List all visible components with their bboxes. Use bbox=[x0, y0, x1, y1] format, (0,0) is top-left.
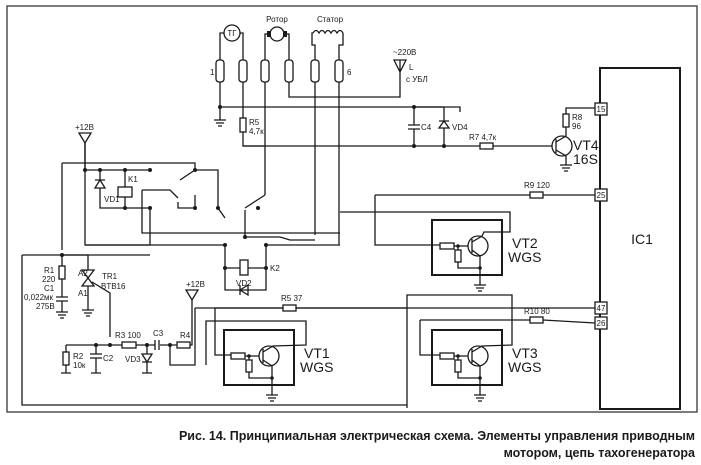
svg-text:R5 37: R5 37 bbox=[281, 294, 303, 303]
svg-text:C2: C2 bbox=[103, 354, 114, 363]
capacitor-c1: C1 0,022мк 275В bbox=[24, 284, 68, 319]
resistor-r5-37: R5 37 bbox=[281, 294, 303, 312]
svg-text:+12В: +12В bbox=[186, 280, 205, 289]
svg-text:IC1: IC1 bbox=[631, 231, 653, 247]
transistor-vt2: VT2 WGS bbox=[340, 211, 541, 292]
svg-text:26: 26 bbox=[597, 319, 606, 328]
svg-text:47: 47 bbox=[597, 304, 606, 313]
svg-text:R5: R5 bbox=[249, 118, 260, 127]
svg-text:15: 15 bbox=[597, 105, 606, 114]
svg-text:WGS: WGS bbox=[508, 359, 541, 375]
svg-text:WGS: WGS bbox=[508, 249, 541, 265]
ic1-chip: IC1 15 25 47 26 bbox=[594, 67, 681, 410]
svg-text:R3 100: R3 100 bbox=[115, 331, 141, 340]
svg-text:VT2: VT2 bbox=[512, 235, 538, 251]
resistor-r4: R4 bbox=[176, 331, 191, 349]
svg-text:с УБЛ: с УБЛ bbox=[406, 75, 428, 84]
diode-vd4: VD4 bbox=[414, 106, 468, 146]
svg-text:220: 220 bbox=[42, 275, 56, 284]
svg-text:R2: R2 bbox=[73, 352, 84, 361]
resistor-r5: R5 4,7к bbox=[239, 117, 266, 147]
svg-text:R9 120: R9 120 bbox=[524, 181, 550, 190]
svg-text:Статор: Статор bbox=[317, 15, 344, 24]
svg-text:VD4: VD4 bbox=[452, 123, 468, 132]
resistor-r10: R10 80 bbox=[524, 307, 550, 324]
relay-k1: K1 bbox=[117, 170, 138, 208]
resistor-r9: R9 120 bbox=[524, 181, 550, 199]
svg-text:L: L bbox=[409, 63, 414, 72]
resistor-r7: R7 4,7к bbox=[469, 133, 497, 150]
svg-text:275В: 275В bbox=[36, 302, 55, 311]
mains-input: ~220В L с УБЛ bbox=[288, 48, 428, 98]
figure-caption: Рис. 14. Принципиальная электрическая сх… bbox=[179, 428, 695, 462]
stator: Статор bbox=[311, 15, 344, 60]
caption-line-2: мотором, цепь тахогенератора bbox=[503, 446, 695, 460]
capacitor-c2: C2 bbox=[90, 345, 114, 374]
diode-vd3: VD3 bbox=[125, 345, 154, 374]
svg-text:A1: A1 bbox=[78, 289, 88, 298]
svg-text:K2: K2 bbox=[270, 264, 280, 273]
transistor-vt3: VT3 WGS bbox=[406, 294, 541, 408]
svg-text:~220В: ~220В bbox=[393, 48, 416, 57]
svg-text:C4: C4 bbox=[421, 123, 432, 132]
transistor-vt4: VT4 16S bbox=[551, 120, 599, 172]
transistor-vt1: VT1 WGS bbox=[205, 308, 333, 402]
resistor-r1: R1 220 bbox=[42, 255, 66, 297]
svg-text:R4: R4 bbox=[180, 331, 191, 340]
caption-line-1: Рис. 14. Принципиальная электрическая сх… bbox=[178, 429, 695, 443]
tachogenerator: ТГ bbox=[219, 24, 244, 60]
svg-text:R8: R8 bbox=[572, 113, 583, 122]
resistor-r2: R2 10к bbox=[61, 345, 86, 374]
svg-text:R10 80: R10 80 bbox=[524, 307, 550, 316]
svg-text:0,022мк: 0,022мк bbox=[24, 293, 54, 302]
svg-text:WGS: WGS bbox=[300, 359, 333, 375]
svg-text:BTB16: BTB16 bbox=[101, 282, 126, 291]
svg-text:+12В: +12В bbox=[75, 123, 94, 132]
svg-text:C3: C3 bbox=[153, 329, 164, 338]
svg-text:VT3: VT3 bbox=[512, 345, 538, 361]
svg-text:ТГ: ТГ bbox=[227, 29, 237, 38]
resistor-r8: R8 96 bbox=[562, 107, 596, 131]
rotor: Ротор bbox=[264, 15, 290, 60]
connector-pins: 1 6 bbox=[210, 59, 352, 83]
diode-vd1: VD1 bbox=[93, 170, 150, 209]
svg-text:C1: C1 bbox=[44, 284, 55, 293]
svg-text:Ротор: Ротор bbox=[266, 15, 288, 24]
svg-text:R1: R1 bbox=[44, 266, 55, 275]
relay-k2: K2 bbox=[85, 243, 340, 291]
supply-plus12-b: +12В bbox=[184, 280, 205, 302]
capacitor-c4: C4 bbox=[408, 107, 432, 146]
capacitor-c3: C3 bbox=[153, 329, 164, 350]
svg-text:VD1: VD1 bbox=[104, 195, 120, 204]
schematic-frame bbox=[6, 5, 698, 413]
svg-text:K1: K1 bbox=[128, 175, 138, 184]
triac-tr1: A2 A1 TR1 BTB16 bbox=[62, 254, 126, 337]
svg-text:VD3: VD3 bbox=[125, 355, 141, 364]
svg-text:A2: A2 bbox=[78, 269, 88, 278]
svg-text:10к: 10к bbox=[73, 361, 86, 370]
svg-text:R7 4,7к: R7 4,7к bbox=[469, 133, 497, 142]
svg-text:6: 6 bbox=[347, 68, 352, 77]
svg-text:VD2: VD2 bbox=[236, 279, 252, 288]
svg-text:VT4: VT4 bbox=[573, 137, 599, 153]
svg-text:4,7к: 4,7к bbox=[249, 127, 264, 136]
diode-vd2: VD2 bbox=[236, 279, 252, 297]
svg-text:16S: 16S bbox=[573, 151, 598, 167]
svg-text:1: 1 bbox=[210, 68, 215, 77]
resistor-r3: R3 100 bbox=[115, 331, 141, 349]
svg-text:TR1: TR1 bbox=[102, 272, 118, 281]
svg-text:25: 25 bbox=[597, 191, 606, 200]
svg-text:VT1: VT1 bbox=[304, 345, 330, 361]
svg-text:96: 96 bbox=[572, 122, 581, 131]
